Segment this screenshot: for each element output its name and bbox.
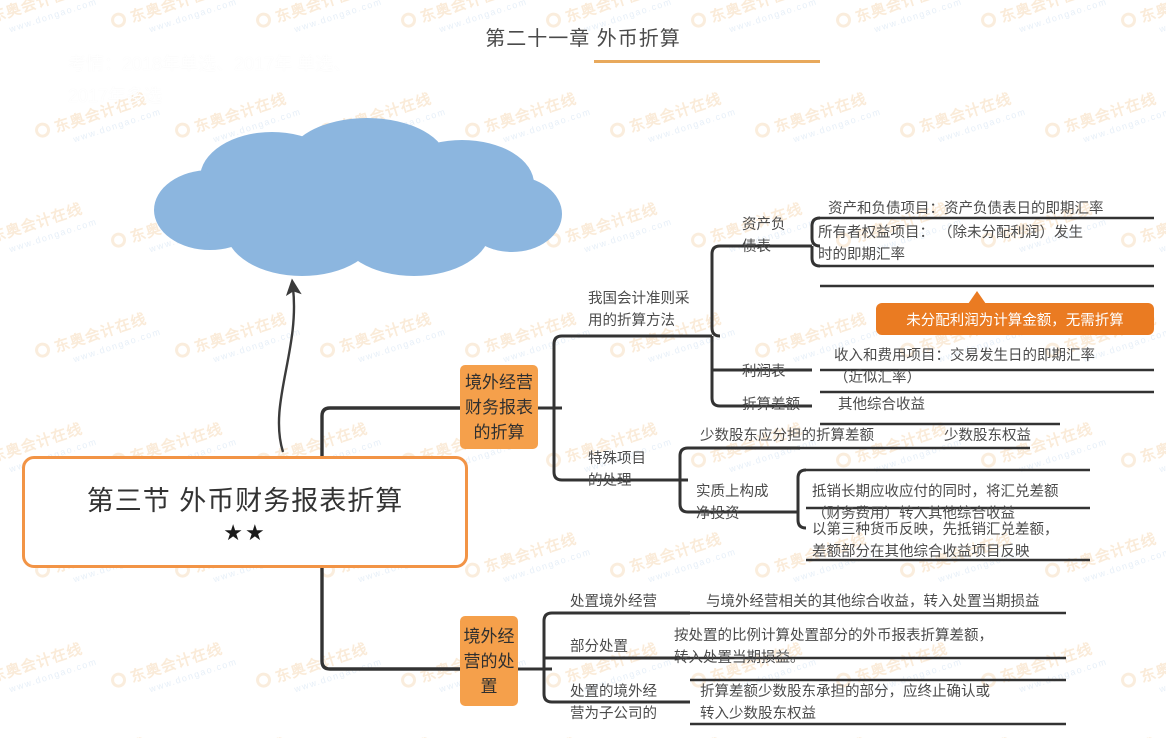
leaf-subsidiary-disposal-detail: 折算差额少数股东承担的部分，应终止确认或 转入少数股东权益 <box>700 684 990 722</box>
label-dispose-foreign-ops: 处置境外经营 <box>570 594 657 610</box>
label-minority-translation-difference: 少数股东应分担的折算差额 <box>700 428 874 444</box>
callout-undistributed-profit: 未分配利润为计算金额，无需折算 <box>876 303 1154 335</box>
label-translation-method: 我国会计准则采 用的折算方法 <box>588 291 690 329</box>
leaf-equity-rate: 所有者权益项目： （除未分配利润）发生 时的即期汇率 <box>818 225 1084 263</box>
leaf-partial-disposal-detail: 按处置的比例计算处置部分的外币报表折算差额， 转入处置当期损益。 <box>674 628 993 666</box>
label-translation-difference: 折算差额 <box>742 397 800 413</box>
exam-info-text: 考情：2018年单选、2017年 单选、2017年多选 <box>68 54 352 106</box>
leaf-offset-longterm-receivable: 抵销长期应收应付的同时，将汇兑差额 （财务费用）转入其他综合收益 <box>812 484 1059 522</box>
label-net-investment-text: 实质上构成 净投资 <box>696 484 769 522</box>
leaf-revenue-expense-rate: 收入和费用项目：交易发生日的即期汇率 （近似汇率） <box>834 348 1095 386</box>
label-income-statement: 利润表 <box>742 364 786 380</box>
leaf-third-currency: 以第三种货币反映，先抵销汇兑差额， 差额部分在其他综合收益项目反映 <box>812 522 1059 560</box>
leaf-dispose-oci-transfer: 与境外经营相关的其他综合收益，转入处置当期损益 <box>706 594 1040 610</box>
callout-pointer <box>968 291 986 304</box>
branch-box-foreign-ops-disposal[interactable]: 境外经 营的处 置 <box>460 616 518 706</box>
leaf-other-comprehensive-income: 其他综合收益 <box>838 397 925 413</box>
label-net-investment: 实质上构成 净投资 <box>696 481 796 525</box>
branch-box-foreign-ops-translation[interactable]: 境外经营 财务报表 的折算 <box>460 365 538 449</box>
page-title: 第二十一章 外币折算 <box>485 28 681 50</box>
leaf-assets-liabilities-rate: 资产和负债项目：资产负债表日的即期汇率 <box>828 201 1104 217</box>
title-underline <box>594 60 820 63</box>
main-node[interactable]: 第三节 外币财务报表折算 ★★ <box>22 456 468 568</box>
difficulty-stars: ★★ <box>223 519 267 545</box>
label-special-items: 特殊项目 的处理 <box>588 451 646 489</box>
label-subsidiary-disposal: 处置的境外经 营为子公司的 <box>570 684 657 722</box>
main-node-title: 第三节 外币财务报表折算 <box>86 485 404 516</box>
leaf-minority-interest: 少数股东权益 <box>944 428 1031 444</box>
exam-info-cloud <box>154 118 562 276</box>
label-partial-disposal: 部分处置 <box>570 639 628 655</box>
label-balance-sheet: 资产负 债表 <box>742 217 786 255</box>
